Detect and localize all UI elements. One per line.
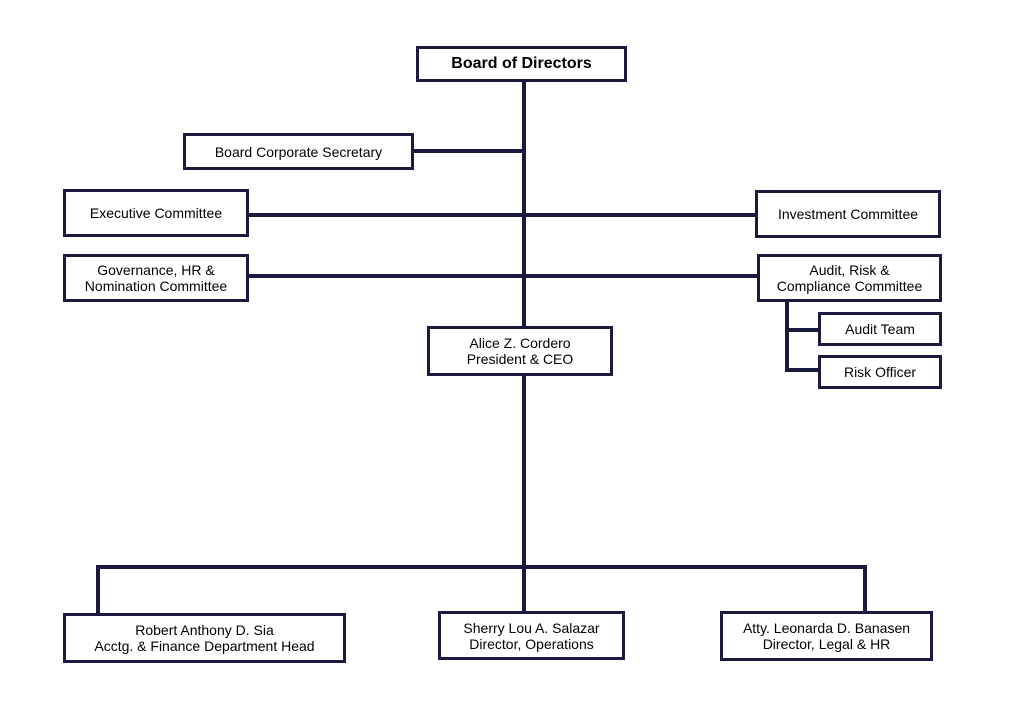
risk-officer-label: Risk Officer [843,364,917,380]
audit-subunits-vertical [785,300,789,372]
risk-officer-box: Risk Officer [818,355,942,389]
legal-director-title: Director, Legal & HR [762,636,891,652]
governance-audit-connector [248,274,760,278]
ceo-name: Alice Z. Cordero [469,335,571,351]
audit-team-label: Audit Team [845,321,915,337]
governance-committee-line1: Governance, HR & [97,262,215,278]
board-of-directors-box: Board of Directors [416,46,627,82]
board-of-directors-label: Board of Directors [451,55,592,72]
audit-committee-box: Audit, Risk & Compliance Committee [757,254,942,302]
finance-head-box: Robert Anthony D. Sia Acctg. & Finance D… [63,613,346,663]
operations-director-title: Director, Operations [469,635,594,652]
operations-director-name: Sherry Lou A. Salazar [463,619,600,636]
finance-head-title: Acctg. & Finance Department Head [94,638,315,654]
staff-horizontal-bar [96,565,867,569]
board-corporate-secretary-box: Board Corporate Secretary [183,133,414,170]
legal-drop-connector [863,565,867,613]
secretary-connector [412,149,524,153]
ceo-title: President & CEO [466,351,574,367]
executive-committee-box: Executive Committee [63,189,249,237]
investment-committee-box: Investment Committee [755,190,941,238]
main-vertical-connector [522,80,526,328]
finance-head-name: Robert Anthony D. Sia [135,622,274,638]
investment-committee-label: Investment Committee [777,206,919,222]
operations-director-box: Sherry Lou A. Salazar Director, Operatio… [438,611,625,660]
legal-director-name: Atty. Leonarda D. Banasen [742,620,911,636]
audit-team-box: Audit Team [818,312,942,346]
finance-drop-connector [96,565,100,615]
governance-committee-box: Governance, HR & Nomination Committee [63,254,249,302]
audit-team-connector [785,328,820,332]
board-corporate-secretary-label: Board Corporate Secretary [214,143,383,160]
ceo-to-staff-connector [522,374,526,615]
executive-committee-label: Executive Committee [89,205,223,221]
executive-investment-connector [248,213,757,217]
ceo-box: Alice Z. Cordero President & CEO [427,326,613,376]
audit-committee-line2: Compliance Committee [776,278,923,294]
risk-officer-connector [785,368,820,372]
audit-committee-line1: Audit, Risk & [809,262,890,278]
governance-committee-line2: Nomination Committee [84,278,228,294]
legal-director-box: Atty. Leonarda D. Banasen Director, Lega… [720,611,933,661]
